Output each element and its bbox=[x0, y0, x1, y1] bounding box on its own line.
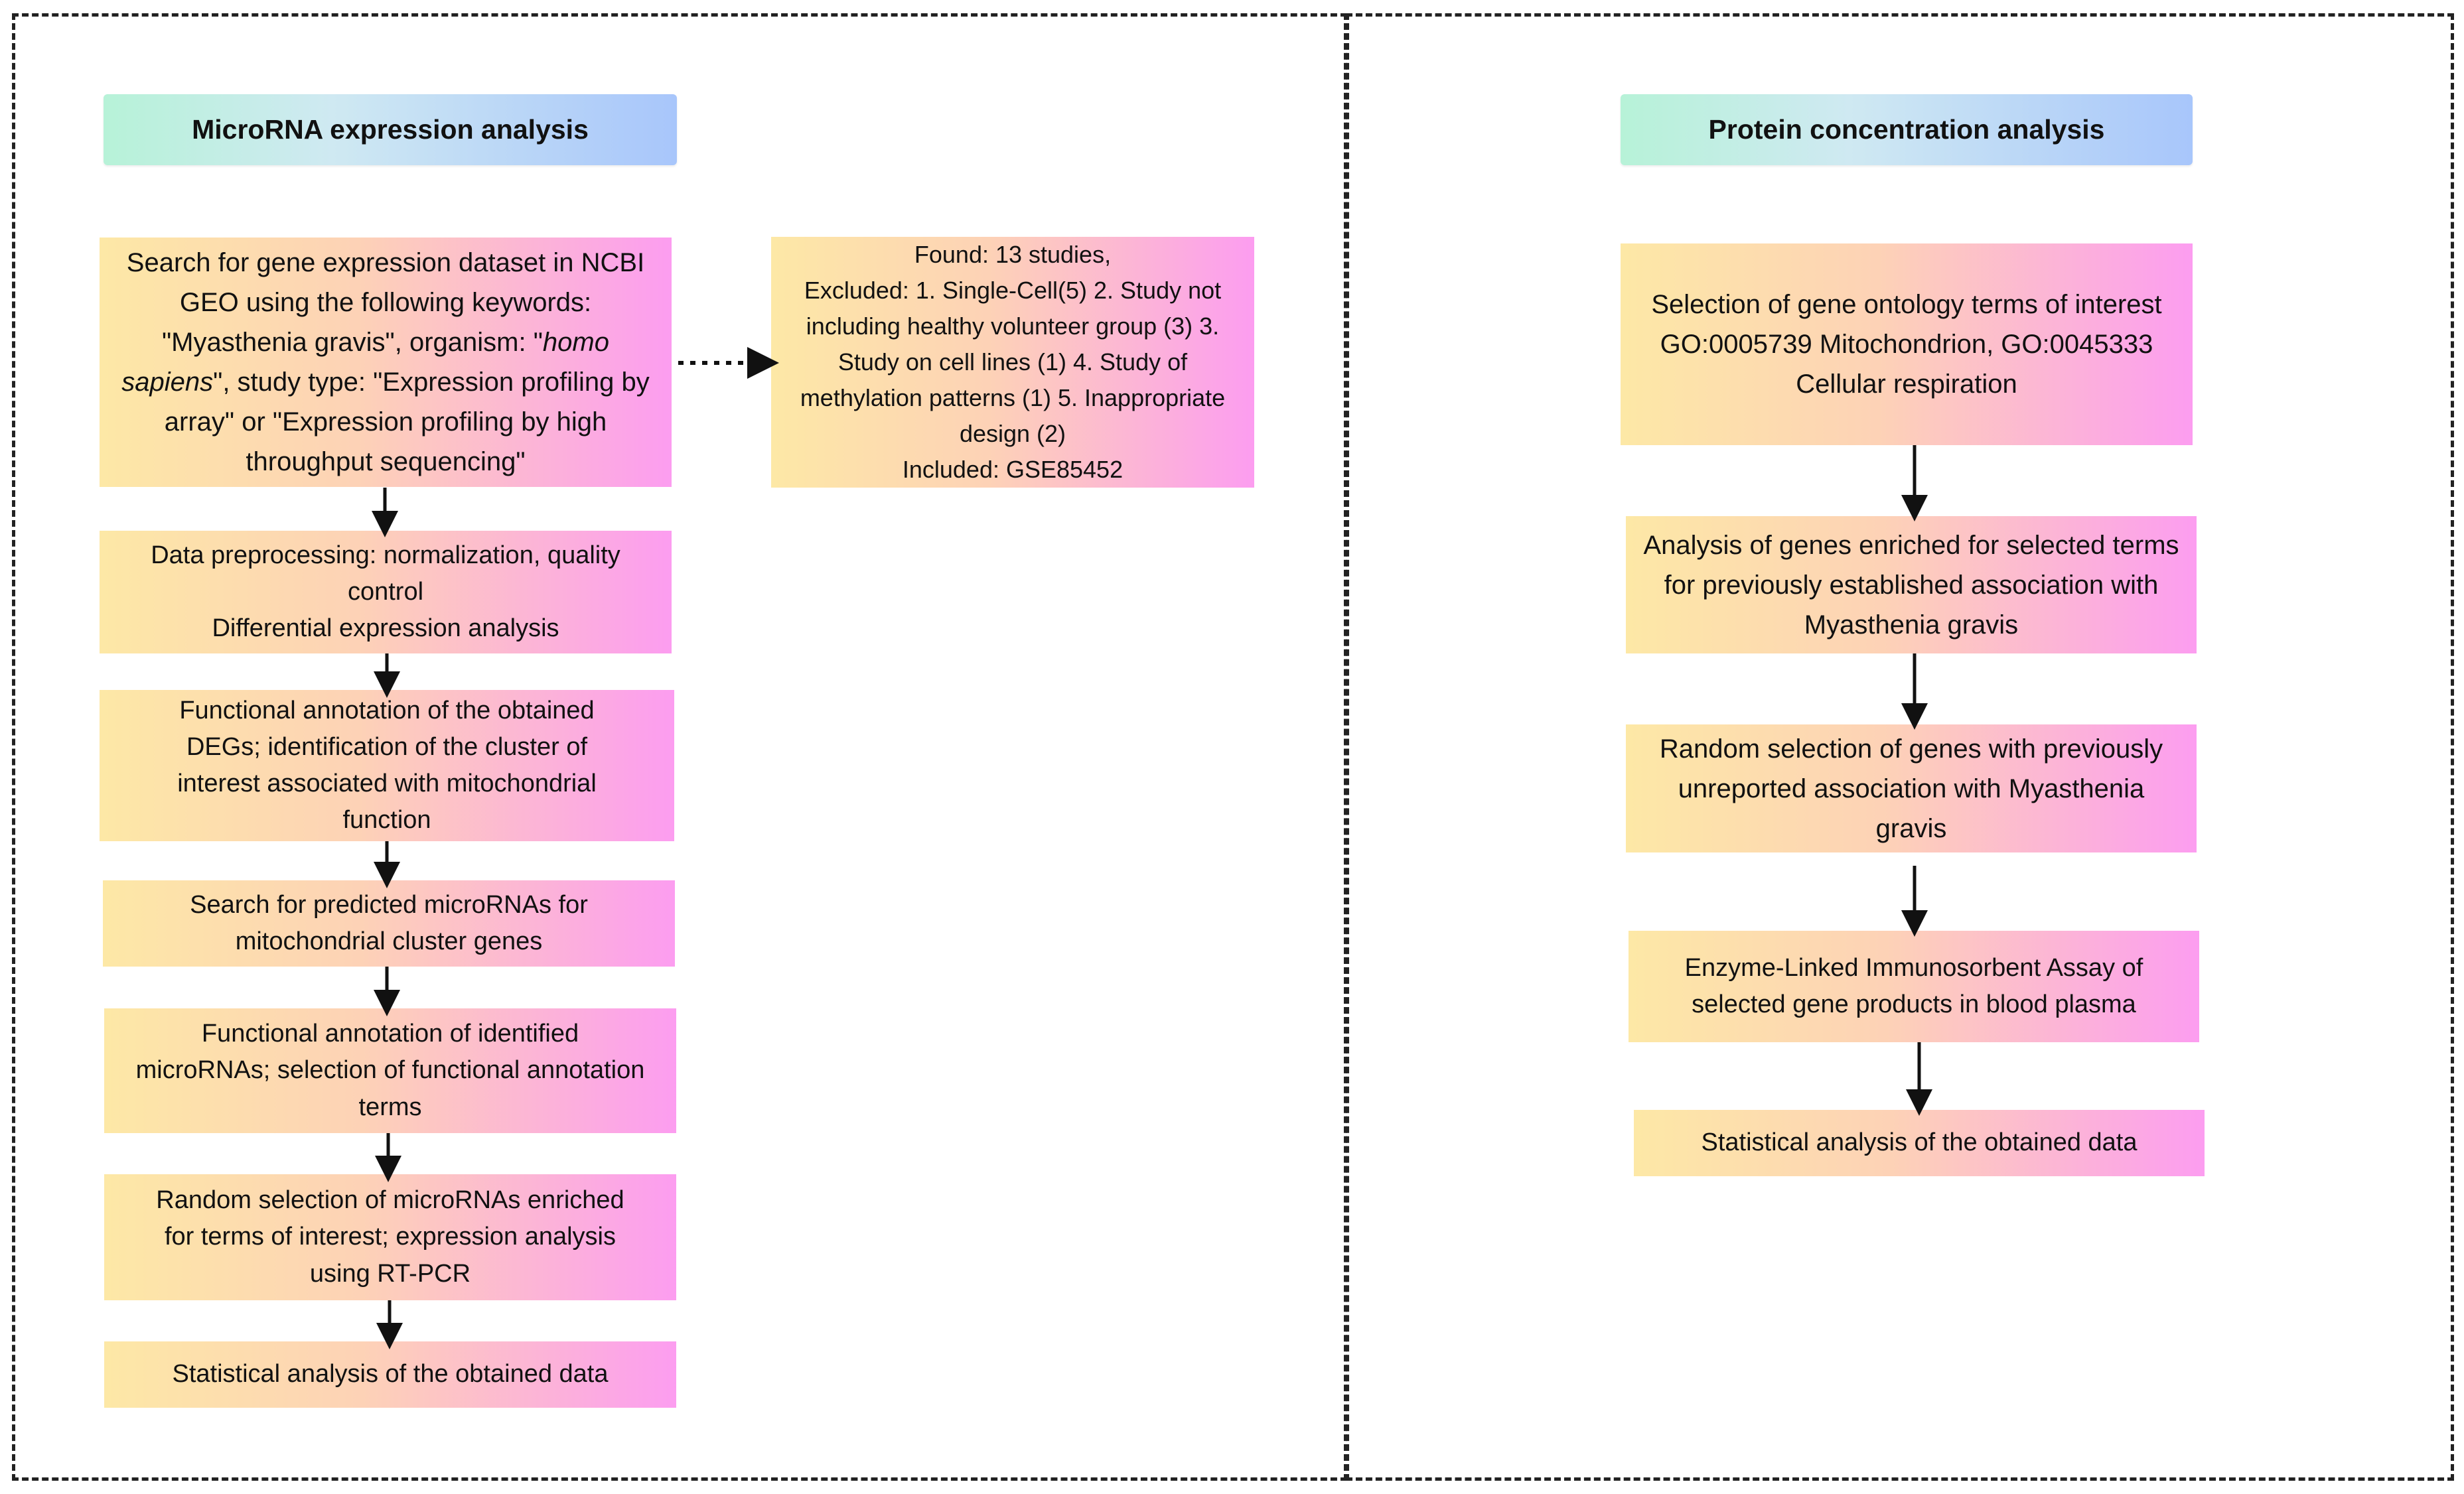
search-line-3: "Myasthenia gravis", organism: "homo bbox=[121, 322, 649, 362]
left-step-2-text: Functional annotation of the obtained DE… bbox=[177, 696, 597, 835]
search-line-5: array" or "Expression profiling by high bbox=[164, 407, 607, 437]
left-step-5-text: Random selection of microRNAs enriched f… bbox=[156, 1186, 624, 1288]
left-step-rt-pcr: Random selection of microRNAs enriched f… bbox=[104, 1174, 676, 1300]
left-step-3-text: Search for predicted microRNAs for mitoc… bbox=[190, 890, 588, 955]
search-line-2: GEO using the following keywords: bbox=[179, 288, 592, 317]
right-step-1-text: Selection of gene ontology terms of inte… bbox=[1651, 290, 2162, 399]
protein-analysis-header: Protein concentration analysis bbox=[1621, 94, 2193, 165]
microrna-analysis-title: MicroRNA expression analysis bbox=[192, 114, 589, 145]
search-line-1: Search for gene expression dataset in NC… bbox=[126, 248, 645, 277]
right-step-go-terms: Selection of gene ontology terms of inte… bbox=[1621, 243, 2193, 445]
right-step-5-text: Statistical analysis of the obtained dat… bbox=[1701, 1128, 2138, 1157]
left-step-functional-annotation-degs: Functional annotation of the obtained DE… bbox=[100, 690, 674, 841]
search-line-3a: "Myasthenia gravis", organism: " bbox=[161, 328, 543, 357]
study-selection-box: Found: 13 studies, Excluded: 1. Single-C… bbox=[771, 237, 1254, 488]
right-step-4-text: Enzyme-Linked Immunosorbent Assay of sel… bbox=[1684, 953, 2143, 1018]
left-step-4-text: Functional annotation of identified micr… bbox=[135, 1020, 645, 1121]
study-selection-text: Found: 13 studies, Excluded: 1. Single-C… bbox=[800, 241, 1226, 483]
right-step-elisa: Enzyme-Linked Immunosorbent Assay of sel… bbox=[1629, 931, 2199, 1042]
left-step-preprocessing: Data preprocessing: normalization, quali… bbox=[100, 531, 672, 653]
protein-analysis-title: Protein concentration analysis bbox=[1708, 114, 2105, 145]
right-step-enriched-genes: Analysis of genes enriched for selected … bbox=[1626, 516, 2197, 653]
microrna-analysis-header: MicroRNA expression analysis bbox=[104, 94, 677, 165]
left-step-1-text: Data preprocessing: normalization, quali… bbox=[151, 541, 620, 643]
right-step-statistics: Statistical analysis of the obtained dat… bbox=[1634, 1110, 2205, 1176]
left-step-6-text: Statistical analysis of the obtained dat… bbox=[172, 1360, 609, 1389]
left-step-annotation-micrornas: Functional annotation of identified micr… bbox=[104, 1008, 676, 1133]
search-italic-sapiens: sapiens bbox=[121, 368, 214, 397]
search-line-4: sapiens", study type: "Expression profil… bbox=[121, 362, 649, 402]
left-step-predicted-micrornas: Search for predicted microRNAs for mitoc… bbox=[103, 880, 675, 967]
search-line-6: throughput sequencing" bbox=[246, 447, 526, 476]
search-geo-box: Search for gene expression dataset in NC… bbox=[100, 238, 672, 487]
search-italic-homo: homo bbox=[542, 328, 609, 357]
right-panel bbox=[1346, 13, 2454, 1481]
right-step-3-text: Random selection of genes with previousl… bbox=[1659, 734, 2163, 843]
left-step-statistics: Statistical analysis of the obtained dat… bbox=[104, 1341, 676, 1408]
search-line-4b: ", study type: "Expression profiling by bbox=[213, 368, 650, 397]
left-panel bbox=[12, 13, 1347, 1481]
right-step-2-text: Analysis of genes enriched for selected … bbox=[1643, 530, 2179, 640]
right-step-random-genes: Random selection of genes with previousl… bbox=[1626, 724, 2197, 852]
